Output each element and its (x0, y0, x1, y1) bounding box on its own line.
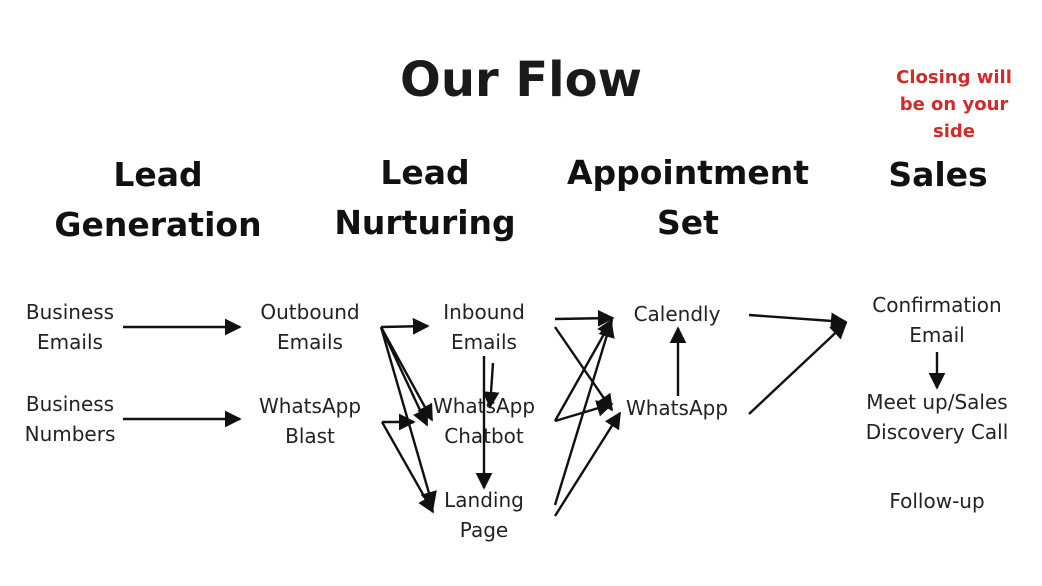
stage-lead-generation: Lead Generation (54, 155, 262, 244)
node-business-numbers: Business Numbers (24, 392, 116, 446)
node-business-emails: Business Emails (25, 300, 115, 354)
node-inbound-emails: Inbound Emails (443, 300, 525, 354)
node-follow-up: Follow-up (889, 489, 985, 513)
node-whatsapp-blast: WhatsApp Blast (258, 394, 362, 448)
node-confirmation-email: Confirmation Email (872, 293, 1002, 347)
closing-note: Closing will be on your side (896, 67, 1012, 142)
arrow-whatsapp-to-confirmation (748, 321, 848, 415)
stage-appointment-set: Appointment Set (566, 153, 810, 242)
node-calendly: Calendly (633, 302, 721, 326)
arrow-landing-to-whatsapp (553, 411, 622, 517)
node-whatsapp: WhatsApp (625, 396, 729, 420)
node-meetup-discovery-call: Meet up/Sales Discovery Call (865, 390, 1009, 444)
node-landing-page: Landing Page (444, 488, 524, 542)
stage-sales: Sales (888, 155, 988, 194)
node-whatsapp-chatbot: WhatsApp Chatbot (432, 394, 536, 448)
stage-lead-nurturing: Lead Nurturing (334, 153, 516, 242)
node-outbound-emails: Outbound Emails (260, 300, 360, 354)
page-title: Our Flow (400, 52, 642, 108)
arrow-calendly-to-confirmation (748, 312, 848, 330)
